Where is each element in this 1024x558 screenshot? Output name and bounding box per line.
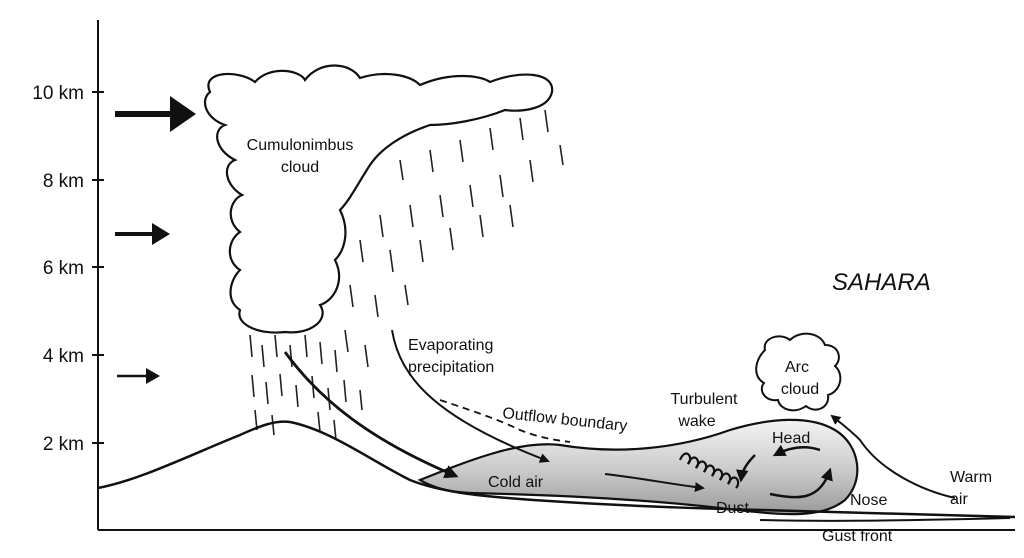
head-label: Head (772, 430, 810, 447)
head-rotation-arrow (772, 444, 821, 457)
tick-label-4km: 4 km (43, 346, 84, 367)
outflow-boundary-line (439, 399, 571, 443)
warm-air-label-line1: Warm (950, 469, 992, 486)
arc-cloud-label-line1: Arc (785, 359, 809, 376)
warm-air-label-line2: air (950, 491, 968, 508)
cold-air-label: Cold air (488, 474, 544, 491)
rain-streaks (249, 109, 564, 441)
gust-front-line (759, 517, 1011, 522)
dust-lift-arrow (769, 467, 833, 499)
downdraft-arrow (283, 351, 459, 479)
gust-front-label: Gust front (822, 528, 893, 545)
evaporating-label-line2: precipitation (408, 359, 494, 376)
upper-wind-arrows (115, 96, 196, 384)
cold-pool-outflow (417, 418, 859, 516)
wind-arrow-medium (115, 223, 170, 245)
altitude-axis: 2 km 4 km 6 km 8 km 10 km (32, 20, 1015, 531)
evaporation-arrow (391, 329, 550, 463)
arc-cloud-label-line2: cloud (781, 381, 819, 398)
mountain-profile (97, 420, 1016, 519)
head-descending-arrow (736, 454, 756, 483)
tick-label-6km: 6 km (43, 258, 84, 279)
turbulent-wake-coils (678, 452, 740, 489)
cloud-label-line2: cloud (281, 159, 319, 176)
warm-air-arrow (830, 414, 956, 499)
cloud-label-line1: Cumulonimbus (247, 137, 354, 154)
turbulent-label-line2: wake (677, 413, 715, 430)
dust-label: Dust (716, 500, 749, 517)
evaporating-label-line1: Evaporating (408, 337, 493, 354)
cumulonimbus-cloud (203, 64, 554, 334)
arc-cloud (755, 332, 842, 412)
region-label: SAHARA (832, 269, 931, 296)
tick-label-10km: 10 km (32, 83, 84, 104)
wind-arrow-strong (115, 96, 196, 132)
cold-air-flow-arrow (604, 473, 705, 493)
turbulent-label-line1: Turbulent (671, 391, 739, 408)
wind-arrow-weak (117, 368, 160, 384)
nose-label: Nose (850, 492, 887, 509)
tick-label-2km: 2 km (43, 434, 84, 455)
tick-label-8km: 8 km (43, 171, 84, 192)
